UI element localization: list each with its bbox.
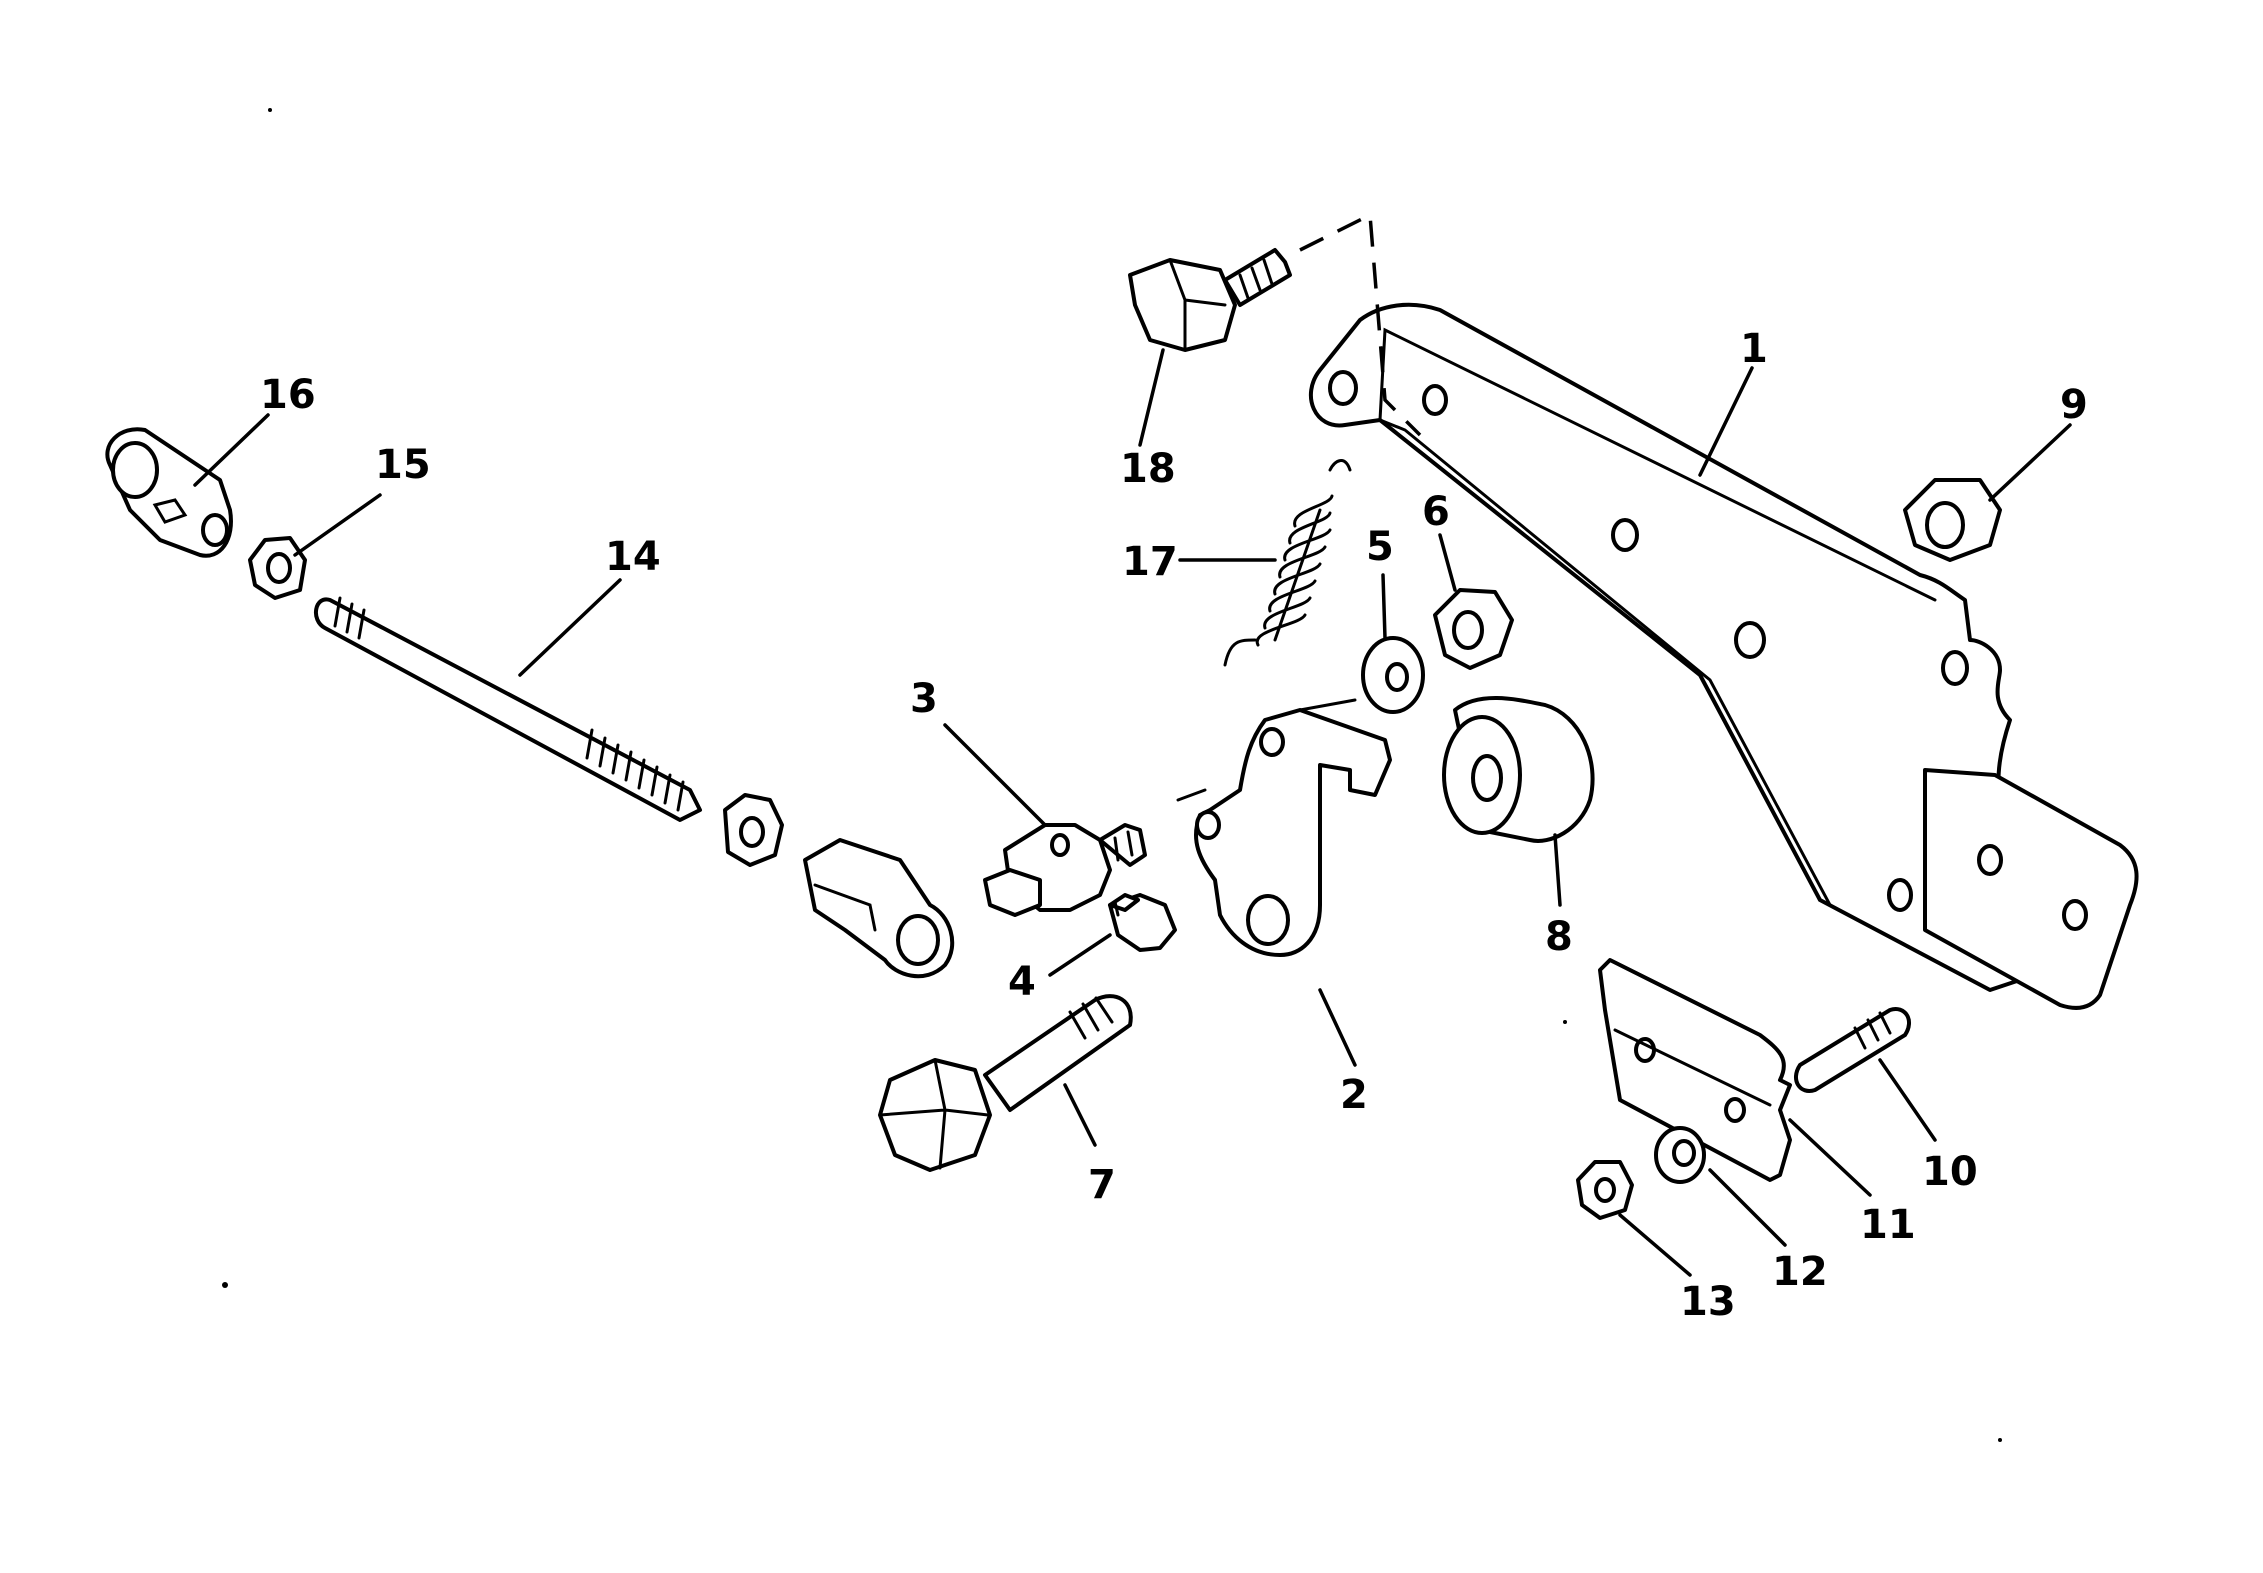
leader-5: [1381, 573, 1387, 640]
callout-11: 11: [1860, 1202, 1916, 1248]
bracket-hole-1: [1328, 370, 1358, 406]
callout-4: 4: [1008, 959, 1036, 1005]
bracket-hole-4: [1734, 621, 1766, 659]
leader-9: [1988, 423, 2072, 502]
leader-2: [1318, 988, 1357, 1067]
part-4-screw: [1108, 893, 1177, 952]
part-3-pin: [983, 823, 1147, 917]
assembly-dashed-line: [1299, 212, 1422, 437]
bracket-hole-7: [2062, 899, 2088, 931]
callout-2: 2: [1340, 1072, 1368, 1118]
part-5-washer: [1361, 636, 1425, 714]
callout-13: 13: [1680, 1279, 1736, 1325]
part-18-bolt: [1128, 248, 1292, 352]
callout-8: 8: [1545, 914, 1573, 960]
bracket-hole-8: [1887, 878, 1913, 912]
callout-12: 12: [1772, 1249, 1828, 1295]
part-10-stud: [1794, 1007, 1911, 1093]
rod-end-clevis: [803, 838, 955, 979]
callout-14: 14: [605, 534, 661, 580]
part-12-washer: [1654, 1126, 1706, 1184]
bracket-hole-5: [1941, 650, 1969, 686]
bracket-hole-2: [1422, 384, 1448, 416]
part-14-rod: [314, 596, 702, 822]
callout-5: 5: [1366, 524, 1394, 570]
leader-3: [943, 723, 1047, 827]
part-13-nut: [1576, 1160, 1634, 1220]
leader-11: [1788, 1118, 1872, 1197]
scan-speck-2: [222, 1282, 228, 1288]
part-1-bracket: [1309, 302, 2139, 1010]
leader-13: [1618, 1213, 1692, 1277]
leader-lines: [193, 348, 2072, 1277]
part-2-lever: [1176, 698, 1392, 957]
leader-10: [1878, 1058, 1937, 1142]
leader-12: [1708, 1168, 1787, 1247]
part-16-ball-joint: [105, 427, 233, 558]
scan-speck-1: [268, 108, 272, 112]
callout-10: 10: [1922, 1149, 1978, 1195]
callout-15: 15: [375, 442, 431, 488]
leader-7: [1063, 1083, 1097, 1147]
callout-16: 16: [260, 372, 316, 418]
part-9-nut: [1903, 478, 2002, 562]
part-15-nut: [248, 536, 307, 600]
bracket-hole-6: [1977, 844, 2003, 876]
leader-16: [193, 413, 270, 487]
callout-17: 17: [1122, 539, 1178, 585]
part-7-bolt: [878, 994, 1133, 1172]
callout-9: 9: [2060, 382, 2088, 428]
leader-1: [1698, 366, 1754, 477]
nut-9-bore: [1925, 501, 1965, 549]
part-6-nut: [1433, 588, 1514, 670]
leader-8: [1553, 833, 1562, 907]
leader-4: [1048, 933, 1112, 977]
callout-18: 18: [1120, 446, 1176, 492]
part-8-roller: [1442, 696, 1595, 843]
callout-7: 7: [1088, 1162, 1116, 1208]
callout-3: 3: [910, 676, 938, 722]
scan-speck-4: [1998, 1438, 2002, 1442]
rod-nut: [723, 793, 784, 867]
callout-labels: 1 2 3 4 5 6 7 8 9 10 11 12 13 14 15 16 1…: [260, 326, 2088, 1325]
callout-6: 6: [1422, 489, 1450, 535]
leader-14: [518, 578, 622, 677]
scan-speck-3: [1563, 1020, 1567, 1024]
leader-15: [293, 493, 382, 557]
callout-1: 1: [1740, 326, 1768, 372]
bracket-hole-3: [1611, 518, 1639, 552]
leader-6: [1438, 533, 1457, 592]
part-17-spring: [1223, 459, 1352, 667]
leader-18: [1138, 348, 1165, 447]
